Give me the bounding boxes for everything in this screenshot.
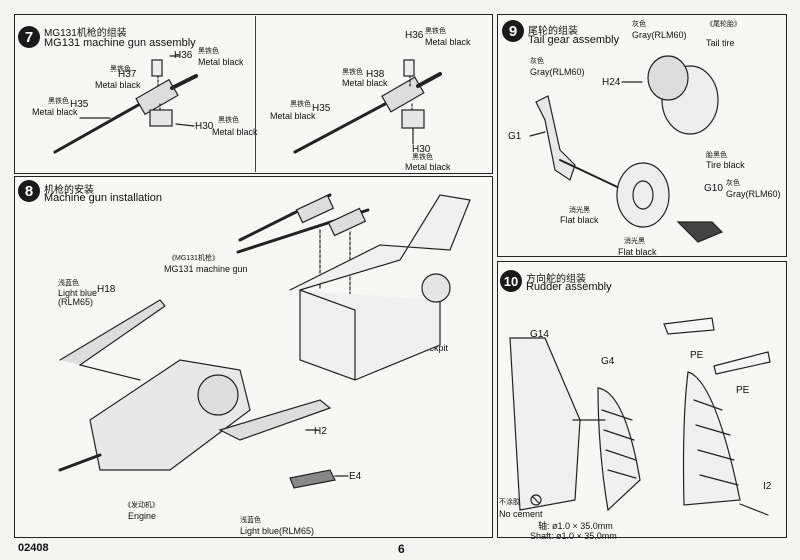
step9-panel [497,14,787,257]
h35-left-color-en: Metal black [32,107,78,117]
step7-divider [255,16,256,172]
g10-color-cn: 灰色 [726,180,740,187]
h37-left-color-en: Metal black [95,80,141,90]
h38-right-color-en: Metal black [342,78,388,88]
step10-number: 10 [500,270,522,292]
bottom-color-cn: 浅蓝色 [240,517,261,524]
gray-top-en: Gray(RLM60) [632,30,687,40]
cockpit-label-en: Cockpit [418,343,449,353]
part-g14: G14 [530,329,549,340]
h35-right-color-en: Metal black [270,111,316,121]
flat-black-1-cn: 消光黑 [569,207,590,214]
mg-label-en: MG131 machine gun [164,264,248,274]
step8-title-en: Machine gun installation [44,192,163,204]
shaft-spec-en: Shaft: ø1.0 × 35.0mm [530,531,617,541]
h18-color-en2: (RLM65) [58,297,94,307]
product-code: 02408 [18,542,49,554]
h30-left-color-en: Metal black [212,127,258,137]
step8-number: 8 [18,180,40,202]
h18-color-cn: 浅蓝色 [58,280,79,287]
h30-left-color-cn: 黑铁色 [218,117,239,124]
step9-title-en: Tail gear assembly [528,34,620,46]
no-cement-en: No cement [499,509,543,519]
part-e4: E4 [349,471,362,482]
step10-title-en: Rudder assembly [526,281,612,293]
engine-label-cn: 《发动机》 [124,502,159,509]
step7-title-cn: MG131机枪的组装 [44,28,127,39]
step9-number: 9 [502,20,524,42]
gray-top-cn: 灰色 [632,21,646,28]
h30-right-color-cn: 黑铁色 [412,154,433,161]
part-i2: I2 [763,481,772,492]
part-h2: H2 [314,426,327,437]
part-g1: G1 [508,131,522,142]
step9-title-cn: 尾轮的组装 [528,26,578,37]
h35-left-color-cn: 黑铁色 [48,98,69,105]
step7-title-en: MG131 machine gun assembly [44,37,196,49]
h36-right-color-en: Metal black [425,37,471,47]
flat-black-1-en: Flat black [560,215,599,225]
tire-black-cn: 胎黑色 [706,152,727,159]
gray-left-cn: 灰色 [530,58,544,65]
h38-right-color-cn: 黑铁色 [342,69,363,76]
part-h36-right: H36 [405,30,424,41]
part-h24: H24 [602,77,621,88]
part-pe-2: PE [736,385,750,396]
h35-right-color-cn: 黑铁色 [290,101,311,108]
part-h37-left: H37 [118,69,137,80]
engine-label-en: Engine [128,511,157,521]
flat-black-2-en: Flat black [618,247,657,257]
step8-panel [14,176,493,538]
part-h36-left: H36 [174,50,193,61]
h37-left-color-cn: 黑铁色 [110,66,131,73]
part-h18: H18 [97,284,116,295]
flat-black-2-cn: 消光黑 [624,238,645,245]
part-h30-left: H30 [195,121,214,132]
part-h38-right: H38 [366,69,385,80]
bottom-color-en: Light blue(RLM65) [240,526,315,536]
page-number: 6 [398,542,405,556]
no-cement-cn: 不涂胶水 [499,499,527,506]
cockpit-label-cn: 《座舱》 [416,334,444,341]
tire-black-en: Tire black [706,160,745,170]
part-g4: G4 [601,356,615,367]
gray-left-en: Gray(RLM60) [530,67,585,77]
step8-title-cn: 机枪的安装 [44,185,94,196]
h36-left-color-cn: 黑铁色 [198,48,219,55]
shaft-spec-cn: 轴: ø1.0 × 35.0mm [538,521,613,531]
tail-tire-en: Tail tire [706,38,735,48]
h30-right-color-en: Metal black [405,162,451,172]
mg-label-cn: 《MG131机枪》 [168,255,219,262]
part-h30-right: H30 [412,144,431,155]
h36-right-color-cn: 黑铁色 [425,28,446,35]
step7-number: 7 [18,26,40,48]
part-g10: G10 [704,183,723,194]
step10-title-cn: 方向舵的组装 [526,274,586,285]
g10-color-en: Gray(RLM60) [726,189,781,199]
tail-tire-cn: 《尾轮胎》 [706,21,741,28]
h18-color-en1: Light blue [58,288,98,298]
step10-panel [497,261,787,538]
h36-left-color-en: Metal black [198,57,244,67]
part-pe-1: PE [690,350,704,361]
